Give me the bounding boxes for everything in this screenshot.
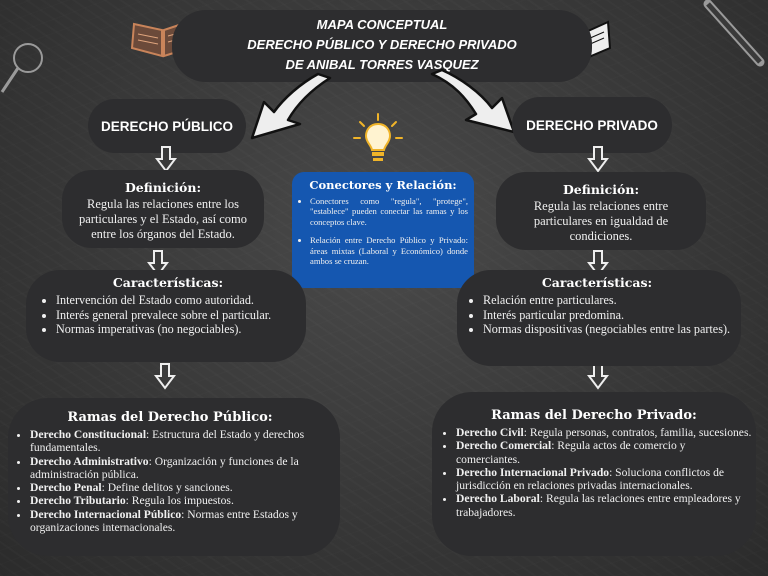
list-item: Derecho Constitucional: Estructura del E… xyxy=(30,428,330,455)
conectores-title: Conectores y Relación: xyxy=(309,178,457,192)
list-item: Relación entre Derecho Público y Privado… xyxy=(310,235,468,266)
conectores-list: Conectores como "regula", "protege", "es… xyxy=(298,196,468,266)
caracteristicas-publico-title: Características: xyxy=(112,275,224,290)
derecho-privado-pill: DERECHO PRIVADO xyxy=(512,97,672,153)
title-line-1: MAPA CONCEPTUAL xyxy=(316,17,448,32)
down-arrow-icon xyxy=(587,363,609,390)
lightbulb-icon xyxy=(353,113,403,161)
derecho-publico-pill: DERECHO PÚBLICO xyxy=(88,99,246,153)
list-item: Normas dispositivas (negociables entre l… xyxy=(483,322,731,337)
list-item: Relación entre particulares. xyxy=(483,293,731,308)
ramas-publico-box: Ramas del Derecho Público: Derecho Const… xyxy=(8,398,340,556)
caracteristicas-privado-list: Relación entre particulares. Interés par… xyxy=(463,293,731,337)
list-item: Derecho Administrativo: Organización y f… xyxy=(30,455,330,482)
title-line-2: DERECHO PÚBLICO Y DERECHO PRIVADO xyxy=(247,37,517,52)
ramas-publico-list: Derecho Constitucional: Estructura del E… xyxy=(10,428,330,534)
down-arrow-icon xyxy=(147,250,169,277)
ramas-publico-title: Ramas del Derecho Público: xyxy=(67,410,273,425)
definicion-privado-text: Regula las relaciones entre particulares… xyxy=(533,199,669,243)
list-item: Normas imperativas (no negociables). xyxy=(56,322,300,337)
caracteristicas-publico-box: Características: Intervención del Estado… xyxy=(26,270,306,362)
definicion-publico-title: Definición: xyxy=(124,180,202,195)
list-item: Conectores como "regula", "protege", "es… xyxy=(310,196,468,227)
list-item: Derecho Comercial: Regula actos de comer… xyxy=(456,439,752,466)
magnifier-icon xyxy=(0,43,43,93)
caracteristicas-privado-title: Características: xyxy=(541,275,653,290)
caracteristicas-privado-box: Características: Relación entre particul… xyxy=(457,270,741,366)
definicion-publico-box: Definición: Regula las relaciones entre … xyxy=(62,170,264,248)
ramas-privado-box: Ramas del Derecho Privado: Derecho Civil… xyxy=(432,392,756,556)
down-arrow-icon xyxy=(587,250,609,277)
title-box: MAPA CONCEPTUAL DERECHO PÚBLICO Y DERECH… xyxy=(172,10,592,82)
ramas-privado-title: Ramas del Derecho Privado: xyxy=(491,408,697,423)
definicion-publico-text: Regula las relaciones entre los particul… xyxy=(79,197,247,241)
list-item: Derecho Internacional Público: Normas en… xyxy=(30,508,330,535)
down-arrow-icon xyxy=(155,146,177,173)
list-item: Derecho Penal: Define delitos y sancione… xyxy=(30,481,330,494)
ramas-privado-list: Derecho Civil: Regula personas, contrato… xyxy=(436,426,752,519)
list-item: Interés particular predomina. xyxy=(483,308,731,323)
down-arrow-icon xyxy=(154,363,176,390)
list-item: Derecho Internacional Privado: Soluciona… xyxy=(456,466,752,493)
caracteristicas-publico-list: Intervención del Estado como autoridad. … xyxy=(36,293,300,337)
list-item: Intervención del Estado como autoridad. xyxy=(56,293,300,308)
list-item: Derecho Civil: Regula personas, contrato… xyxy=(456,426,752,439)
down-arrow-icon xyxy=(587,146,609,173)
curved-arrow-icon xyxy=(430,68,516,134)
pencil-icon xyxy=(703,0,765,67)
list-item: Derecho Tributario: Regula los impuestos… xyxy=(30,494,330,507)
definicion-privado-box: Definición: Regula las relaciones entre … xyxy=(496,172,706,250)
list-item: Interés general prevalece sobre el parti… xyxy=(56,308,300,323)
definicion-privado-title: Definición: xyxy=(562,182,640,197)
title-line-3: DE ANIBAL TORRES VASQUEZ xyxy=(285,57,479,72)
list-item: Derecho Laboral: Regula las relaciones e… xyxy=(456,492,752,519)
curved-arrow-icon xyxy=(250,72,332,140)
conectores-box: Conectores y Relación: Conectores como "… xyxy=(292,172,474,288)
